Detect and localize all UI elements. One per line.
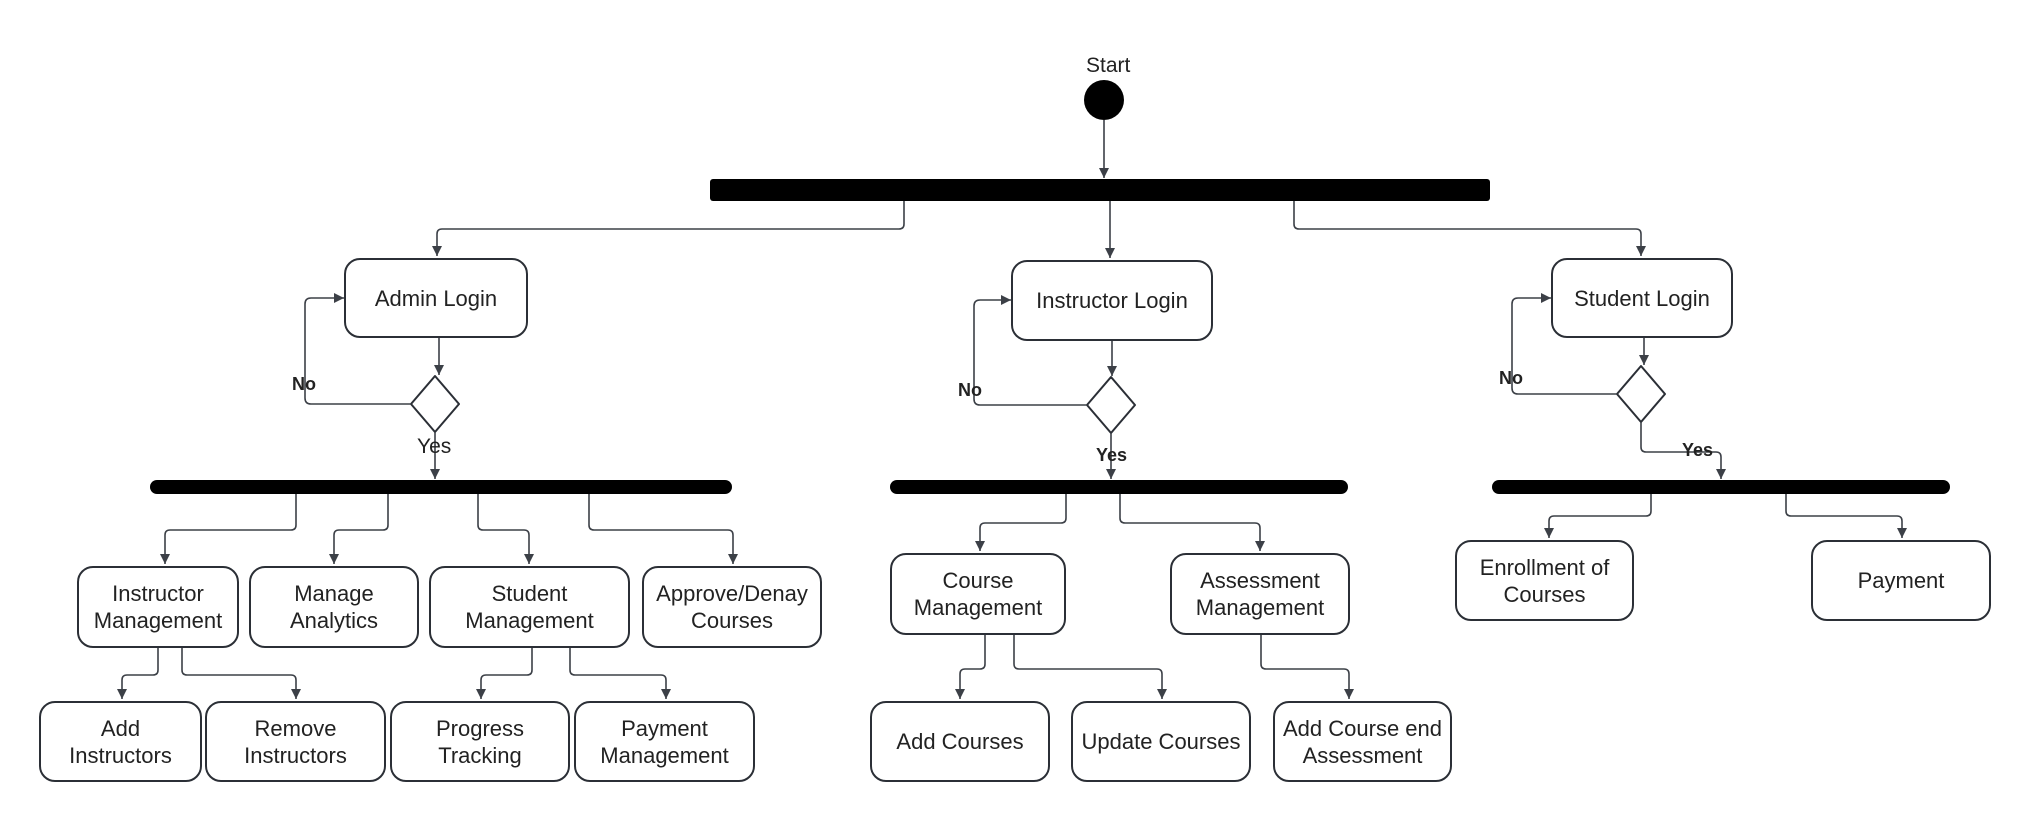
payment-management-node: Payment Management — [574, 701, 755, 782]
student-login-node: Student Login — [1551, 258, 1733, 338]
edge-student-mgmt-payment — [569, 648, 671, 699]
edge-admin-fork-analytics — [329, 494, 389, 564]
progress-tracking-node: Progress Tracking — [390, 701, 570, 782]
instructor-login-node: Instructor Login — [1011, 260, 1213, 341]
assessment-management-node: Assessment Management — [1170, 553, 1350, 635]
edge-student-no-loop — [1511, 293, 1617, 395]
instructor-yes-label: Yes — [1096, 445, 1128, 465]
admin-decision — [410, 375, 460, 433]
add-course-end-assessment-node: Add Course end Assessment — [1273, 701, 1452, 782]
edge-instructor-fork-course — [975, 494, 1067, 551]
remove-instructors-node: Remove Instructors — [205, 701, 386, 782]
edge-instructor-no-loop — [973, 295, 1087, 406]
add-courses-node: Add Courses — [870, 701, 1050, 782]
edge-admin-no-loop — [304, 293, 411, 405]
payment-node: Payment — [1811, 540, 1991, 621]
edge-instructor-mgmt-remove — [181, 648, 301, 699]
student-yes-label: Yes — [1682, 440, 1714, 460]
edge-fork-admin — [432, 201, 905, 256]
edge-student-fork-payment — [1785, 494, 1907, 538]
student-fork-bar — [1492, 480, 1950, 494]
start-node — [1084, 80, 1124, 120]
edge-assessment-add-end — [1260, 635, 1354, 699]
edge-course-mgmt-update — [1013, 635, 1167, 699]
admin-yes-label: Yes — [417, 435, 452, 458]
edge-admin-fork-instructor-mgmt — [160, 494, 297, 564]
edge-student-mgmt-progress — [476, 648, 533, 699]
edge-student-fork-enrollment — [1544, 494, 1652, 538]
instructor-decision — [1086, 376, 1136, 434]
update-courses-node: Update Courses — [1071, 701, 1251, 782]
admin-no-label: No — [292, 374, 316, 394]
student-no-label: No — [1499, 368, 1523, 388]
main-fork-bar — [710, 179, 1490, 201]
start-label: Start — [1086, 54, 1131, 77]
student-management-node: Student Management — [429, 566, 630, 648]
instructor-no-label: No — [958, 380, 982, 400]
admin-login-node: Admin Login — [344, 258, 528, 338]
instructor-management-node: Instructor Management — [77, 566, 239, 648]
manage-analytics-node: Manage Analytics — [249, 566, 419, 648]
admin-fork-bar — [150, 480, 732, 494]
edge-fork-student — [1293, 201, 1646, 256]
instructor-fork-bar — [890, 480, 1348, 494]
student-decision — [1616, 365, 1666, 423]
add-instructors-node: Add Instructors — [39, 701, 202, 782]
course-management-node: Course Management — [890, 553, 1066, 635]
approve-deny-courses-node: Approve/Denay Courses — [642, 566, 822, 648]
edge-instructor-fork-assessment — [1119, 494, 1265, 551]
edge-admin-fork-approve — [588, 494, 738, 564]
enrollment-of-courses-node: Enrollment of Courses — [1455, 540, 1634, 621]
edge-instructor-mgmt-add — [117, 648, 159, 699]
edge-admin-fork-student-mgmt — [477, 494, 534, 564]
edge-course-mgmt-add — [955, 635, 986, 699]
edge-student-yes — [1640, 422, 1726, 479]
